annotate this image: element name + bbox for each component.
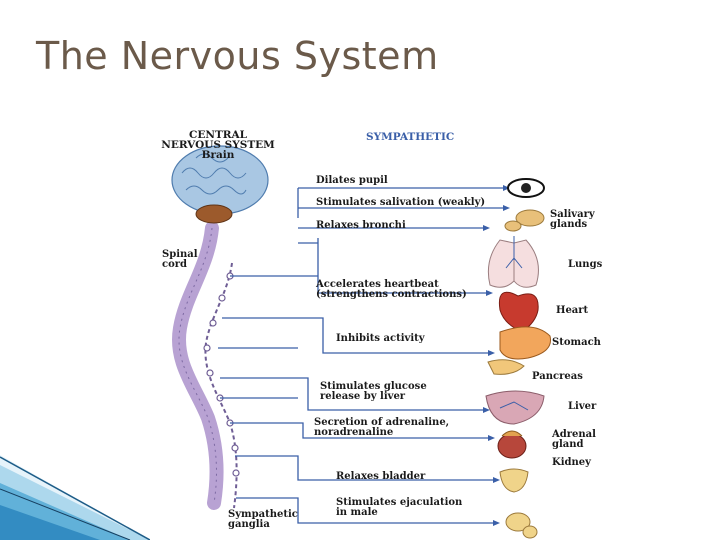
organ-label-kidney: Kidney: [552, 457, 591, 468]
pancreas-shape: [487, 359, 525, 375]
heart-shape: [498, 291, 539, 333]
male-organs-shape: [505, 512, 538, 539]
organ-label-heart: Heart: [556, 305, 589, 316]
eye-shape: [507, 178, 545, 198]
brainstem-shape: [195, 204, 233, 224]
organ-label-lungs: Lungs: [568, 259, 603, 270]
slide-title: The Nervous System: [36, 34, 439, 78]
spinal-cord-shape: [172, 221, 224, 510]
effect-label: Relaxes bladder: [336, 471, 426, 482]
effect-label: Stimulates salivation (weakly): [316, 197, 486, 208]
cns-heading: CENTRAL NERVOUS SYSTEM Brain: [161, 129, 275, 161]
organ-label-liver: Liver: [568, 401, 597, 412]
corner-decoration: [0, 455, 150, 540]
effect-label: Accelerates heartbeat(strengthens contra…: [316, 279, 467, 300]
effect-label: Dilates pupil: [316, 175, 388, 186]
sympathetic-chain: [204, 262, 238, 509]
liver-shape: [485, 390, 545, 425]
lungs-shape: [487, 236, 539, 288]
diagram-artwork: [171, 145, 552, 539]
adrenal-gland-shape: [497, 430, 527, 459]
effect-label: Relaxes bronchi: [316, 220, 406, 231]
bladder-shape: [499, 468, 529, 493]
division-heading: SYMPATHETIC: [366, 131, 455, 143]
effect-label: Secretion of adrenaline,noradrenaline: [314, 417, 450, 438]
effect-label: Inhibits activity: [336, 333, 425, 344]
sympathetic-nervous-system-diagram: CENTRAL NERVOUS SYSTEM Brain SYMPATHETIC…: [148, 118, 618, 540]
organ-label-stomach: Stomach: [552, 337, 601, 348]
stomach-shape: [499, 326, 552, 360]
organ-label-pancreas: Pancreas: [532, 371, 583, 382]
salivary-glands-shape: [504, 209, 545, 232]
